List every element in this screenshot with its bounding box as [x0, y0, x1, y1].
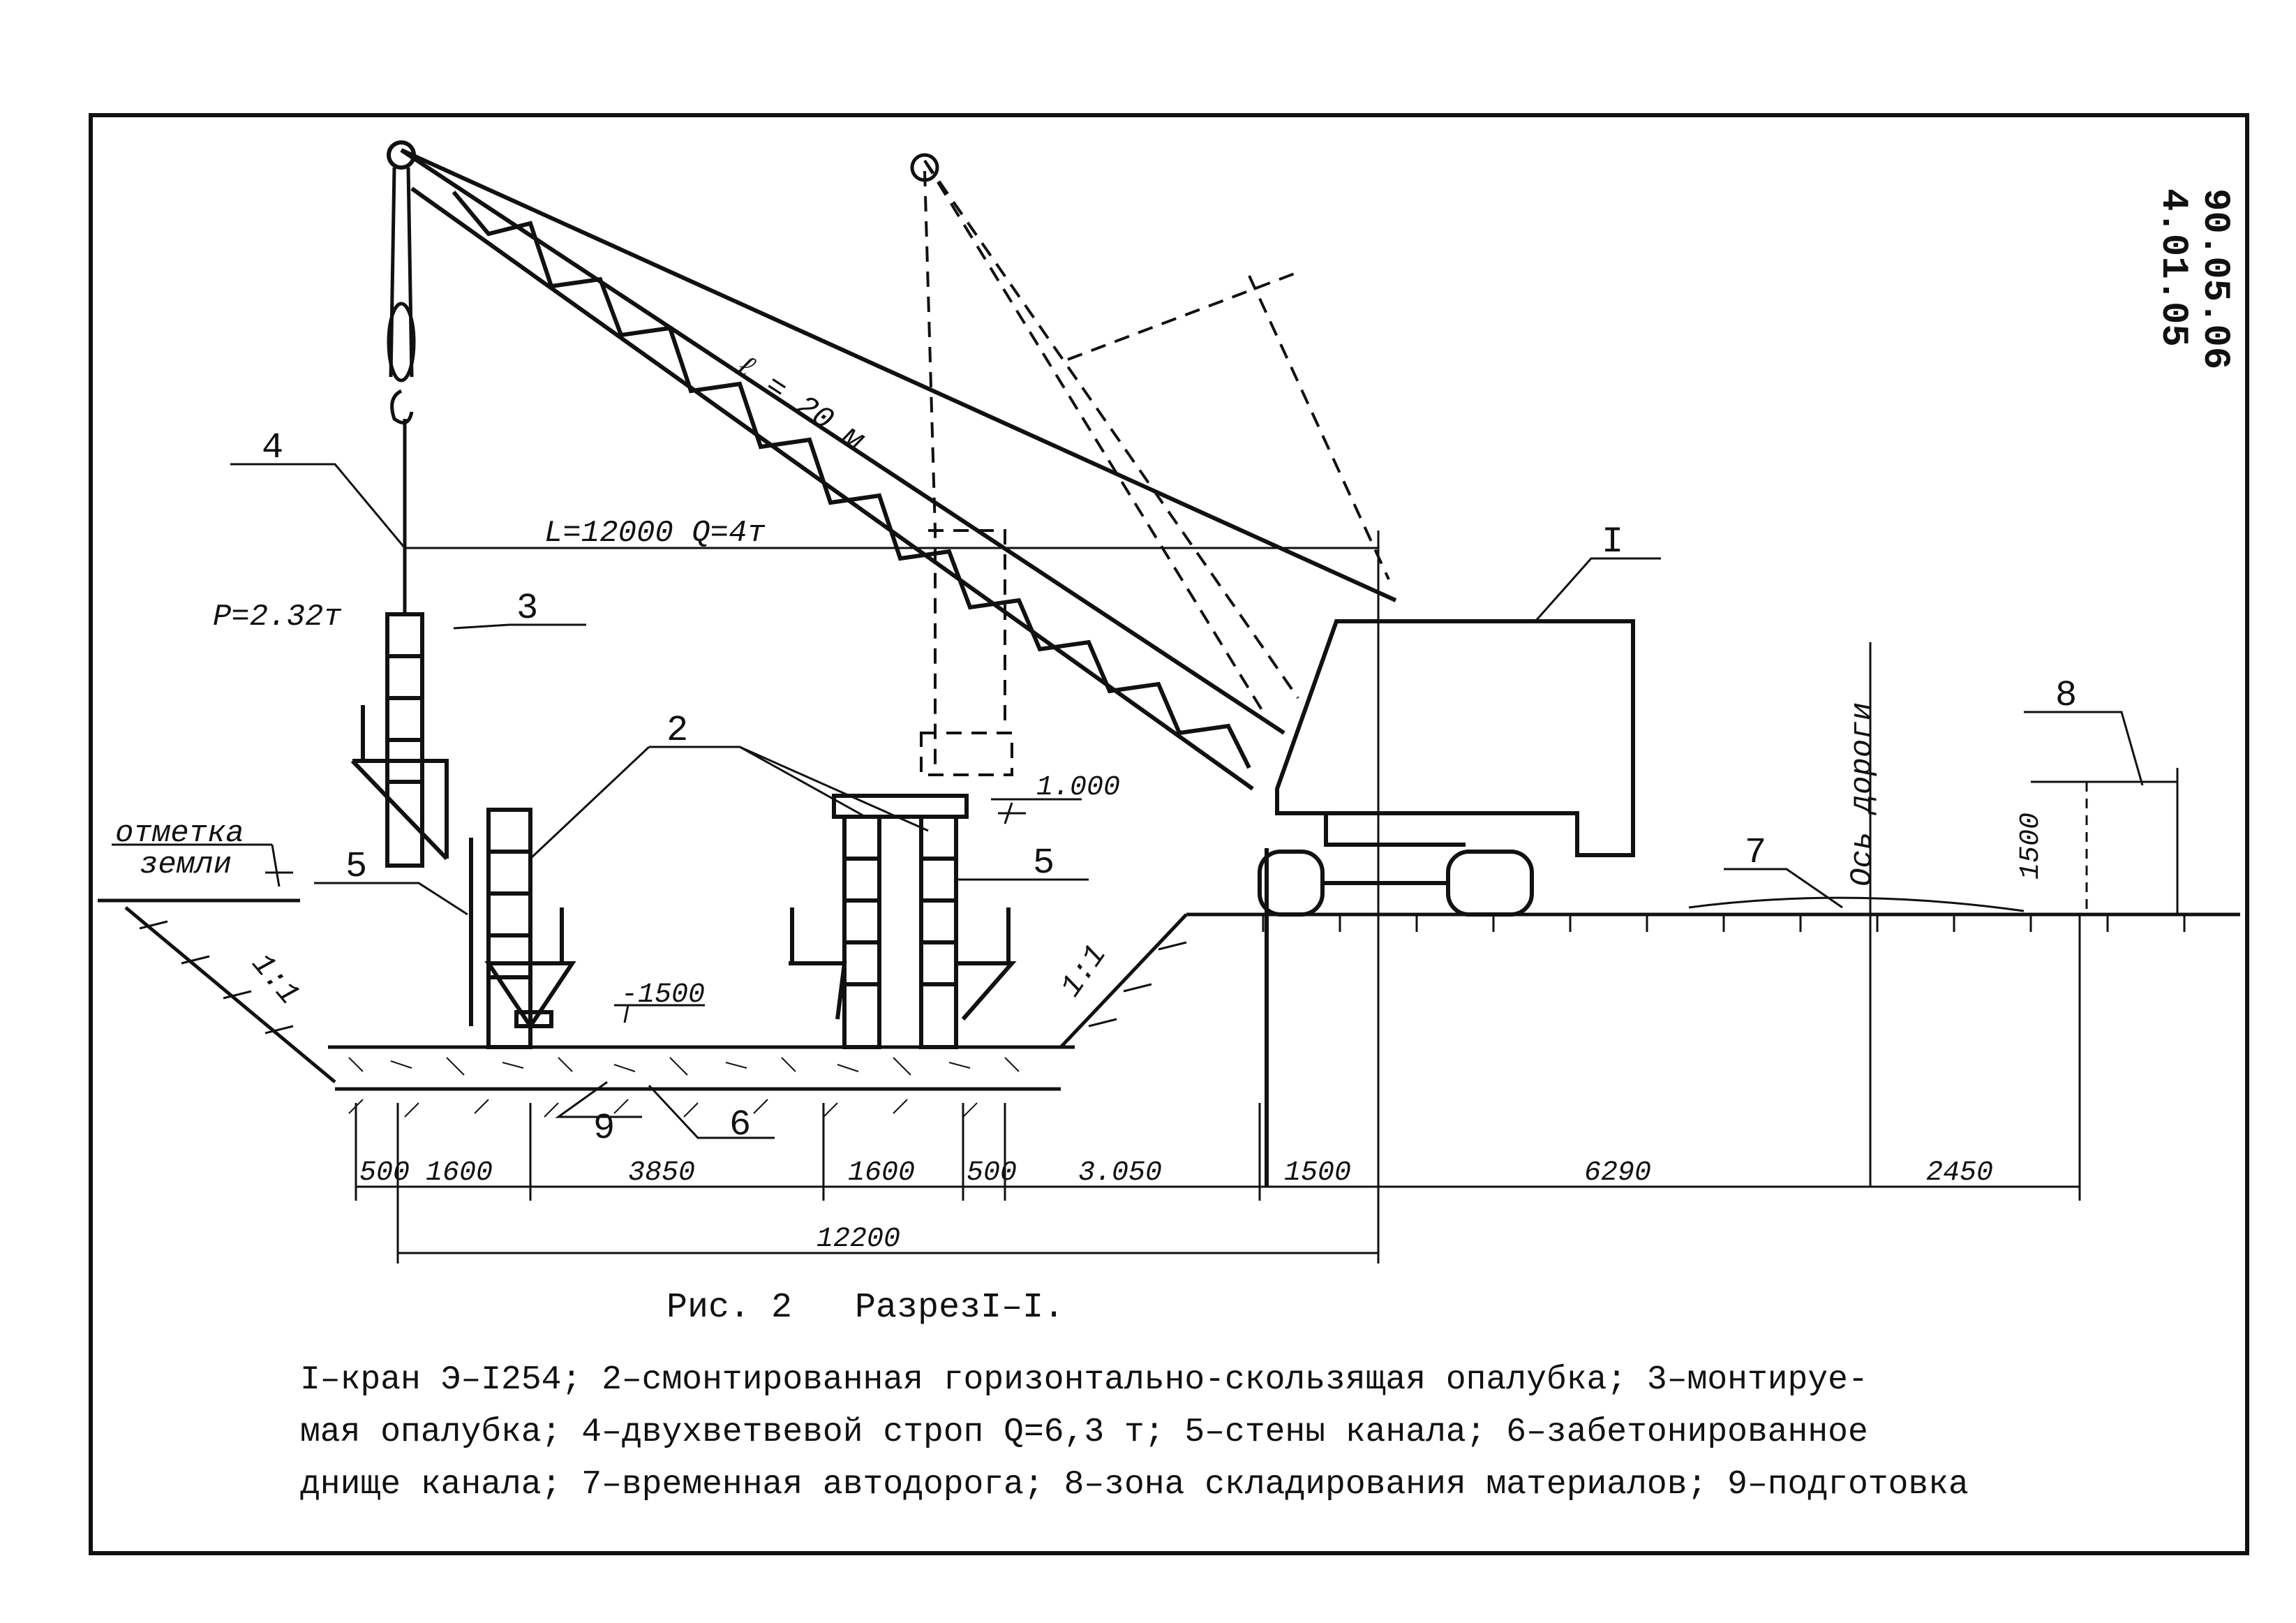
callout-2: 2	[666, 710, 688, 751]
legend-line-3: днище канала; 7–временная автодорога; 8–…	[300, 1466, 1969, 1504]
callout-7: 7	[1745, 832, 1766, 873]
dim-12200-total: 12200	[817, 1224, 900, 1255]
crawler-tracks	[1258, 850, 1534, 917]
drawing-frame	[89, 113, 2249, 1555]
ground-mark-label-1: отметка	[115, 816, 244, 851]
slope-hatch	[139, 914, 2186, 1035]
callout-4: 4	[262, 427, 283, 468]
elevation-bottom-label: -1500	[621, 979, 705, 1011]
ground-line	[98, 896, 2240, 917]
dim-3050: 3.050	[1078, 1157, 1162, 1189]
boom-tip-sheave	[387, 140, 416, 170]
reach-dimension	[405, 531, 1380, 1187]
formwork-mounted	[350, 612, 449, 868]
callout-1: I	[1602, 521, 1623, 563]
dim-1600-left: 1600	[426, 1157, 493, 1189]
formwork-left	[469, 808, 576, 1049]
crane-boom	[400, 148, 1285, 791]
legend-line-2: мая опалубка; 4–двухветвевой строп Q=6,3…	[300, 1414, 1868, 1451]
crane-body	[1275, 619, 1635, 857]
concrete-bottom	[348, 1057, 1020, 1118]
road-axis-label: Ось дороги	[1845, 702, 1880, 887]
stack-height-label: 1500	[2015, 813, 2047, 880]
slope-right-label: 1:1	[1054, 938, 1115, 1004]
formwork-right	[789, 794, 1017, 1049]
dim-2450: 2450	[1926, 1157, 1993, 1189]
hook-block	[387, 167, 416, 614]
dim-3850: 3850	[628, 1157, 695, 1189]
callout-9: 9	[593, 1108, 615, 1149]
boom-pendant	[400, 148, 1397, 602]
load-label: P=2.32т	[213, 600, 342, 635]
slope-left-label: 1:1	[244, 947, 306, 1012]
storage-zone	[2031, 768, 2179, 914]
sheet-stamp-1: 4.01.05	[2152, 188, 2194, 347]
dim-1500: 1500	[1284, 1157, 1351, 1189]
reach-label: L=12000 Q=4т	[544, 516, 766, 551]
dim-500-left: 500	[359, 1157, 410, 1189]
callout-8: 8	[2055, 675, 2077, 716]
callout-5b: 5	[1033, 843, 1054, 884]
sheet-stamp-2: 90.05.06	[2193, 188, 2236, 369]
figure-caption: Рис. 2 РазрезI–I.	[666, 1288, 1065, 1328]
dim-6290: 6290	[1584, 1157, 1651, 1189]
dim-500-right: 500	[967, 1157, 1017, 1189]
boom-alt-position	[920, 159, 1390, 776]
elevation-top-label: 1.000	[1036, 772, 1120, 803]
leader-lines	[230, 463, 2144, 1139]
callout-5a: 5	[345, 846, 367, 887]
elevation-marks	[112, 798, 1082, 1023]
alt-boom-sheave	[910, 153, 939, 182]
dimension-chain	[355, 914, 2081, 1263]
dim-1600-right: 1600	[848, 1157, 915, 1189]
ground-mark-label-2: земли	[140, 847, 232, 882]
callout-3: 3	[516, 588, 538, 629]
legend-line-1: I–кран Э–I254; 2–смонтированная горизонт…	[300, 1361, 1868, 1399]
callout-6: 6	[729, 1104, 751, 1146]
